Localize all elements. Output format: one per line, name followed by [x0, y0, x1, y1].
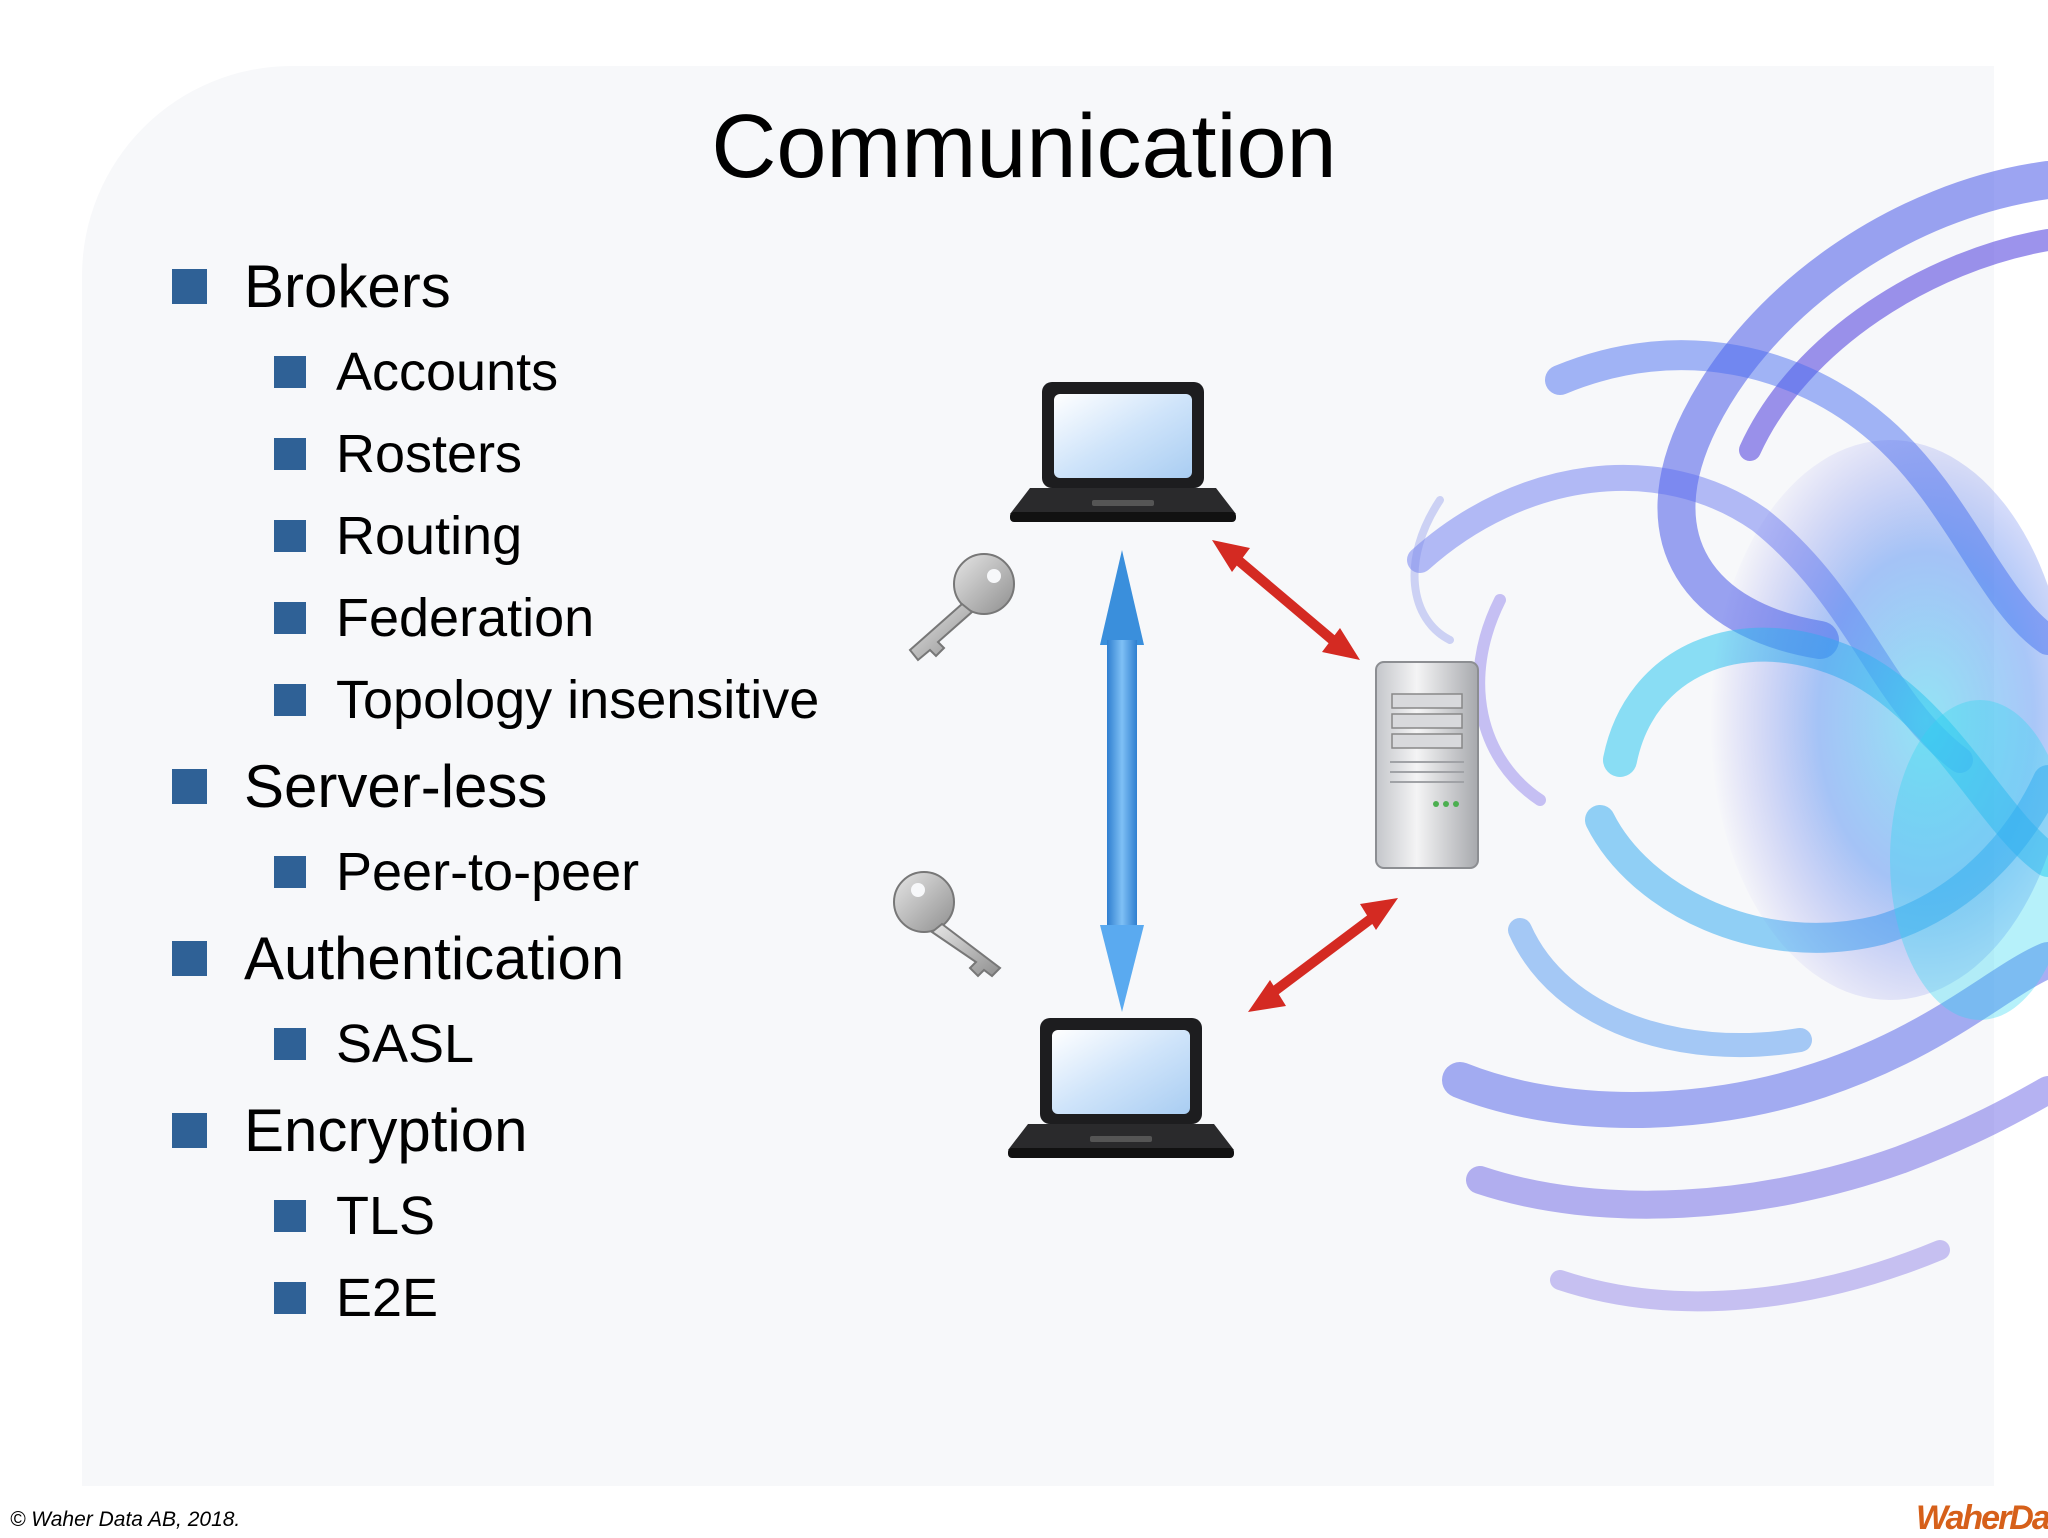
bullet-marker [172, 941, 207, 976]
bullet-text: SASL [336, 1014, 475, 1074]
bullet-text: Encryption [244, 1097, 528, 1164]
bullet-item: Peer-to-peer [274, 841, 639, 903]
bullet-item: Server-less [172, 752, 547, 821]
bullet-item: E2E [274, 1267, 438, 1329]
bullet-marker [274, 1028, 306, 1060]
bullet-item: Federation [274, 587, 594, 649]
bullet-text: Peer-to-peer [336, 842, 640, 902]
slide-background [82, 66, 1994, 1486]
bullet-marker [274, 1200, 306, 1232]
bullet-text: Server-less [244, 753, 548, 820]
key-icon [908, 553, 1015, 662]
blue-double-arrow [1100, 550, 1144, 1012]
key-icon [893, 871, 1002, 978]
bullet-item: Brokers [172, 252, 451, 321]
bullet-text: Rosters [336, 424, 523, 484]
bullet-item: Routing [274, 505, 522, 567]
bullet-marker [274, 1282, 306, 1314]
copyright-footer: © Waher Data AB, 2018. [10, 1508, 241, 1531]
laptop-icon [1010, 382, 1236, 522]
bullet-text: TLS [336, 1186, 436, 1246]
bullet-item: TLS [274, 1185, 435, 1247]
bullet-text: Accounts [336, 342, 559, 402]
bullet-item: Accounts [274, 341, 558, 403]
bullet-marker [274, 856, 306, 888]
bullet-marker [274, 438, 306, 470]
bullet-marker [172, 769, 207, 804]
bullet-marker [274, 684, 306, 716]
bullet-marker [274, 356, 306, 388]
bullet-text: Topology insensitive [336, 670, 820, 730]
bullet-marker [172, 1113, 207, 1148]
bullet-marker [274, 602, 306, 634]
bullet-text: Brokers [244, 253, 451, 320]
red-double-arrow [1248, 898, 1398, 1012]
bullet-item: Encryption [172, 1096, 527, 1165]
bullet-marker [172, 269, 207, 304]
bullet-marker [274, 520, 306, 552]
bullet-text: Authentication [244, 925, 625, 992]
laptop-icon [1008, 1018, 1234, 1158]
bullet-item: Rosters [274, 423, 522, 485]
bullet-text: Federation [336, 588, 595, 648]
bullet-text: Routing [336, 506, 523, 566]
server-icon [1375, 661, 1479, 869]
bullet-text: E2E [336, 1268, 439, 1328]
slide-title: Communication [711, 97, 1337, 197]
bullet-item: SASL [274, 1013, 474, 1075]
bullet-item: Authentication [172, 924, 624, 993]
bullet-item: Topology insensitive [274, 669, 819, 731]
red-double-arrow [1212, 540, 1360, 660]
